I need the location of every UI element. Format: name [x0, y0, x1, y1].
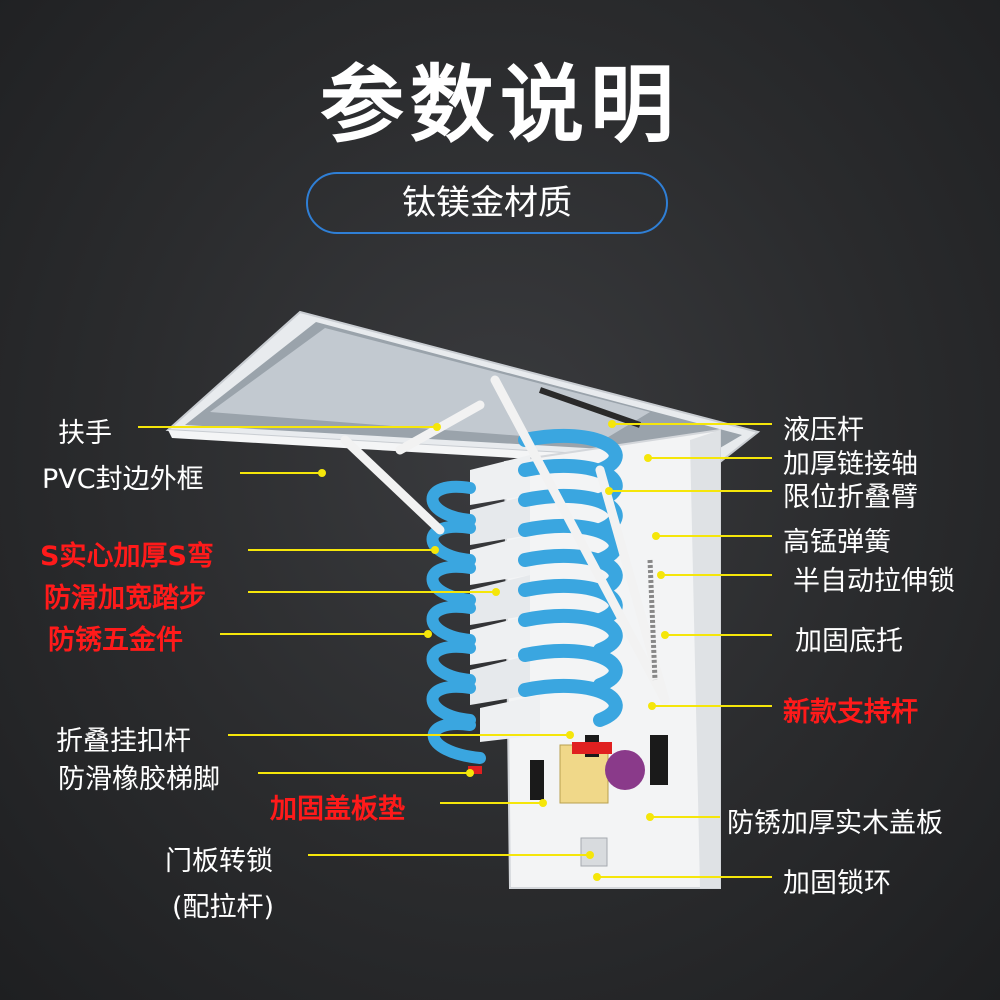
label-semi-auto-lock: 半自动拉伸锁 — [793, 566, 955, 597]
label-handrail: 扶手 — [58, 418, 112, 449]
label-lock-ring: 加固锁环 — [783, 868, 891, 899]
spring-shape — [647, 559, 658, 681]
leader-dots — [318, 420, 669, 881]
hydraulic-rod-shape — [539, 387, 641, 428]
label-anti-slip-step: 防滑加宽踏步 — [44, 583, 206, 614]
label-cover-pad: 加固盖板垫 — [270, 794, 405, 825]
label-spring: 高锰弹簧 — [783, 527, 891, 558]
ladder-steps — [470, 455, 540, 742]
label-folding-hook-rod: 折叠挂扣杆 — [56, 726, 191, 757]
label-s-bend: S实心加厚S弯 — [40, 541, 214, 572]
label-wood-cover: 防锈加厚实木盖板 — [727, 808, 943, 839]
leader-lines — [138, 423, 772, 878]
red-cover-pads — [468, 742, 612, 774]
label-rustproof-hardware: 防锈五金件 — [48, 625, 183, 656]
label-link-shaft: 加厚链接轴 — [783, 449, 918, 480]
material-badge: 钛镁金材质 — [306, 172, 668, 234]
label-door-lock: 门板转锁 — [165, 846, 273, 877]
label-pvc-frame: PVC封边外框 — [42, 464, 204, 495]
page-title: 参数说明 — [319, 56, 680, 154]
label-hydraulic-rod: 液压杆 — [783, 415, 864, 446]
label-rubber-foot: 防滑橡胶梯脚 — [58, 764, 220, 795]
label-base-bracket: 加固底托 — [795, 626, 903, 657]
s-bend-left-column — [426, 480, 486, 764]
label-support-rod: 新款支持杆 — [783, 697, 918, 728]
label-pull-rod: (配拉杆) — [172, 892, 275, 923]
label-limit-arm: 限位折叠臂 — [783, 482, 918, 513]
